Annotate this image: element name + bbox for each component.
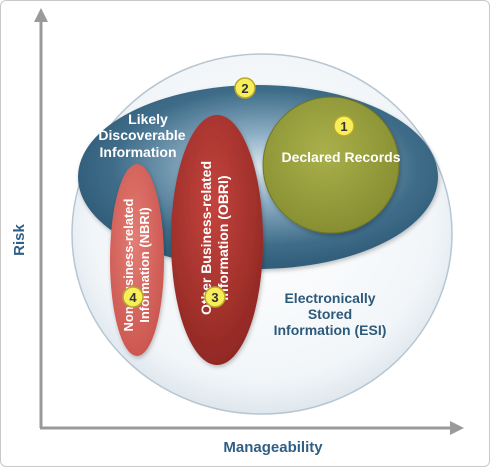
badge-4: 4 bbox=[122, 286, 144, 308]
obri-region bbox=[171, 115, 263, 365]
x-axis-arrow bbox=[450, 421, 464, 435]
likely-discoverable-label: Likely Discoverable Information bbox=[98, 111, 185, 160]
nbri-line-1: Non-business-related bbox=[121, 198, 136, 331]
likely-line-2: Discoverable bbox=[98, 127, 185, 143]
likely-line-3: Information bbox=[100, 144, 177, 160]
esi-line-2: Stored bbox=[308, 306, 352, 322]
badge-4-number: 4 bbox=[129, 290, 137, 305]
badge-1: 1 bbox=[333, 115, 355, 137]
esi-line-1: Electronically bbox=[284, 290, 375, 306]
likely-line-1: Likely bbox=[128, 111, 168, 127]
declared-records-region bbox=[262, 96, 400, 234]
nbri-region bbox=[110, 164, 164, 356]
obri-label: Other Business-related Information (OBRI… bbox=[198, 161, 231, 315]
nbri-label: Non-business-related Information (NBRI) bbox=[121, 198, 152, 331]
badge-1-number: 1 bbox=[340, 119, 347, 134]
badge-1-circle bbox=[333, 115, 355, 137]
axes bbox=[34, 8, 464, 435]
badge-3: 3 bbox=[204, 286, 226, 308]
badge-3-number: 3 bbox=[211, 290, 218, 305]
badge-2-number: 2 bbox=[241, 81, 248, 96]
y-axis-arrow bbox=[34, 8, 48, 22]
y-axis-label: Risk bbox=[11, 224, 28, 256]
obri-line-1: Other Business-related bbox=[198, 161, 214, 315]
esi-label: Electronically Stored Information (ESI) bbox=[274, 290, 387, 338]
badge-2: 2 bbox=[234, 77, 256, 99]
badge-3-circle bbox=[204, 286, 226, 308]
badge-4-circle bbox=[122, 286, 144, 308]
declared-records-label: Declared Records bbox=[281, 149, 400, 165]
obri-line-2: Information (OBRI) bbox=[215, 175, 231, 300]
badge-2-circle bbox=[234, 77, 256, 99]
x-axis-label: Manageability bbox=[223, 439, 323, 456]
esi-line-3: Information (ESI) bbox=[274, 322, 387, 338]
